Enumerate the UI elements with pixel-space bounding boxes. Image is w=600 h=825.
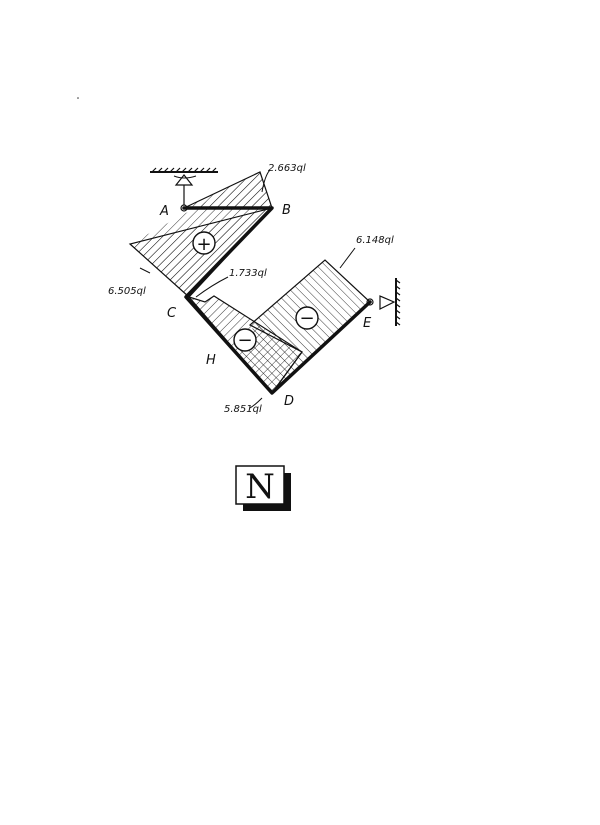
support-a — [150, 167, 218, 212]
sign-negative-right-text: − — [299, 308, 314, 329]
frame — [182, 206, 372, 395]
value-c-right: 1.733ql — [229, 268, 267, 279]
value-c-left: 6.505ql — [108, 286, 146, 297]
leader-lines — [139, 169, 356, 409]
node-d: D — [284, 394, 294, 409]
sign-negative-middle-text: − — [237, 330, 252, 351]
node-b: B — [282, 203, 291, 218]
stray-mark — [77, 97, 79, 99]
region-positive-outline — [183, 171, 273, 209]
node-c: C — [167, 306, 177, 321]
sign-positive-text: + — [196, 234, 211, 255]
sign-positive: + — [192, 231, 216, 255]
node-h: H — [206, 353, 216, 368]
diagram-letter-box: N — [235, 465, 291, 511]
diagram-letter: N — [245, 467, 275, 507]
sign-negative-right: − — [295, 306, 319, 330]
value-d: 5.851ql — [224, 404, 262, 415]
support-e — [366, 278, 401, 326]
node-a: A — [159, 204, 169, 219]
value-e: 6.148ql — [356, 235, 394, 246]
node-e: E — [363, 316, 372, 331]
value-b: 2.663ql — [268, 163, 306, 174]
sign-negative-middle: − — [233, 328, 257, 352]
